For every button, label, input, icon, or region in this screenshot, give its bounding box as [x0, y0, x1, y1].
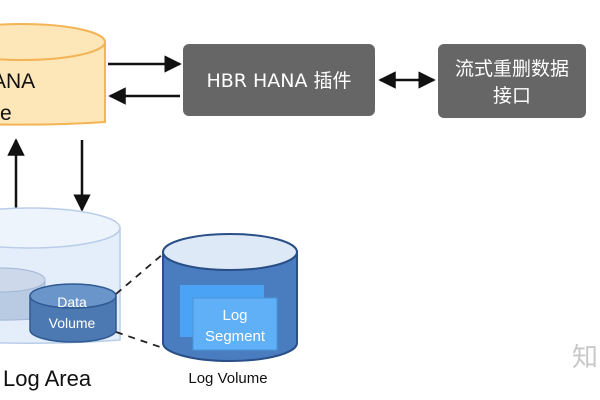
- log-volume-label: Log Volume: [188, 370, 267, 387]
- log-volume-cylinder: Log Segment: [162, 233, 298, 362]
- data-volume-label-line2: Volume: [49, 315, 96, 331]
- log-segment-stack: Log Segment: [180, 285, 278, 351]
- hbr-plugin-label: HBR HANA 插件: [206, 70, 351, 92]
- data-volume-label-line1: Data: [57, 294, 87, 310]
- data-volume-cylinder: Data Volume: [29, 283, 117, 343]
- stream-interface-box: 流式重删数据 接口: [438, 44, 586, 118]
- log-area-label: Log Area: [3, 366, 92, 391]
- log-segment-label-line1: Log: [222, 307, 247, 324]
- zoom-line-top: [115, 253, 164, 295]
- stream-interface-label-line2: 接口: [493, 85, 531, 107]
- stream-interface-label-line1: 流式重删数据: [455, 58, 569, 80]
- hana-database-label-line2: e: [0, 102, 12, 125]
- hana-database-label-line1: ANA: [0, 70, 35, 93]
- log-area-cylinder: Data Volume: [0, 207, 121, 344]
- log-segment-label-line2: Segment: [205, 328, 266, 345]
- hana-database: ANA e: [0, 23, 106, 126]
- hbr-plugin-box: HBR HANA 插件: [183, 44, 375, 116]
- zoom-line-bottom: [115, 331, 164, 349]
- watermark-text: 知: [572, 343, 598, 373]
